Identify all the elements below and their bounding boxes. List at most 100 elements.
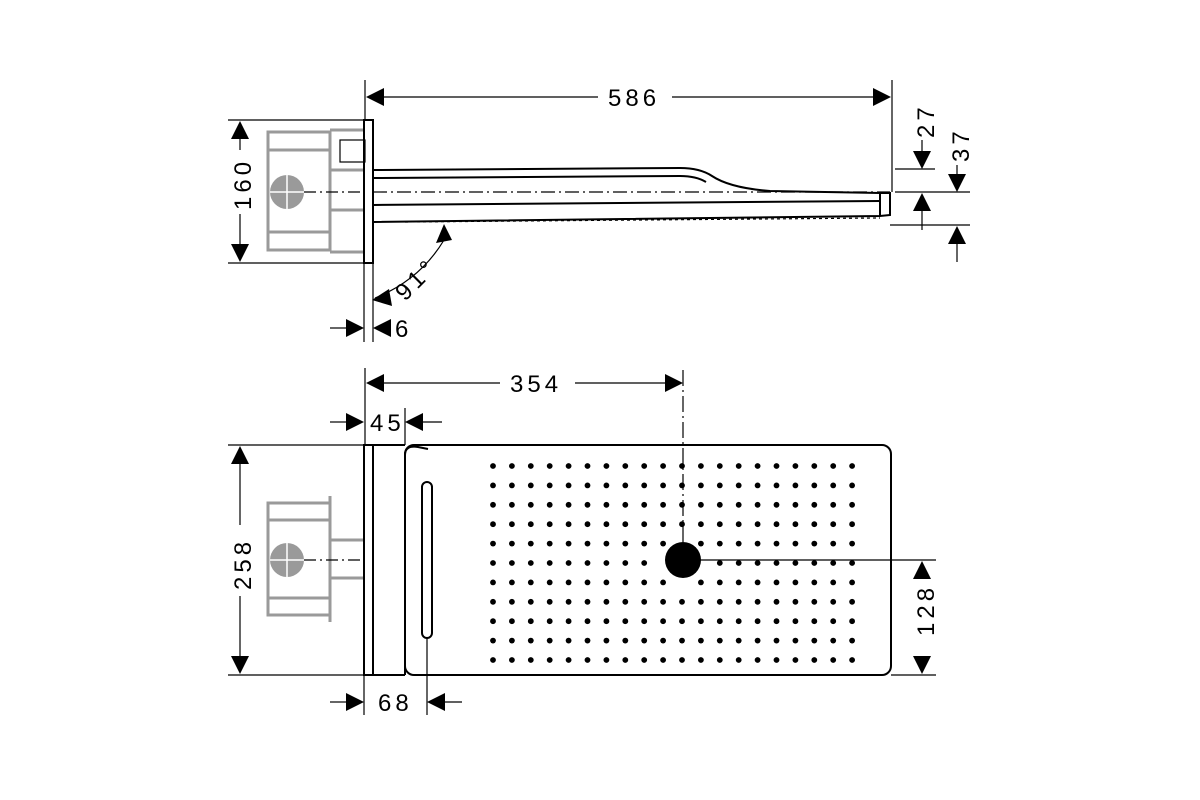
nozzle-dot [773, 657, 780, 663]
nozzle-dot [773, 637, 780, 644]
nozzle-dot [849, 637, 855, 644]
nozzle-dot [849, 463, 855, 469]
nozzle-dot [490, 579, 496, 586]
side-mounting-box [266, 128, 366, 254]
dim-angle: 91° [390, 253, 443, 306]
nozzle-dot [773, 618, 780, 625]
nozzle-dot [849, 560, 855, 566]
nozzle-dot [546, 657, 553, 663]
nozzle-dot [584, 618, 591, 625]
nozzle-dot [754, 579, 761, 586]
nozzle-dot [811, 579, 818, 586]
dim-height-37: 37 [948, 127, 975, 162]
nozzle-dot [698, 463, 704, 469]
nozzle-dot [603, 618, 610, 625]
nozzle-dot [565, 598, 572, 605]
nozzle-dot [603, 579, 610, 586]
nozzle-dot [830, 579, 837, 586]
nozzle-dot [622, 637, 629, 644]
nozzle-dot [641, 598, 648, 605]
nozzle-dot [641, 501, 648, 508]
nozzle-dot [603, 598, 610, 605]
nozzle-dot [754, 501, 761, 508]
nozzle-dot [641, 637, 648, 644]
nozzle-dot [773, 463, 780, 469]
nozzle-dot [565, 618, 572, 625]
nozzle-dot [792, 657, 799, 663]
nozzle-dot [660, 463, 666, 469]
nozzle-grid [490, 463, 855, 663]
nozzle-dot [622, 579, 629, 586]
nozzle-dot [830, 540, 837, 547]
nozzle-dot [546, 598, 553, 605]
nozzle-dot [622, 463, 629, 469]
nozzle-dot [490, 540, 496, 547]
side-view: 586 160 27 37 91° 6 [228, 80, 975, 343]
nozzle-dot [565, 579, 572, 586]
nozzle-dot [698, 482, 704, 489]
dim-plate-thickness: 6 [395, 316, 412, 343]
nozzle-dot [527, 657, 534, 663]
nozzle-dot [660, 637, 666, 644]
nozzle-dot [830, 521, 837, 528]
nozzle-dot [849, 482, 855, 489]
nozzle-dot [735, 540, 742, 547]
nozzle-dot [811, 618, 818, 625]
nozzle-dot [603, 657, 610, 663]
nozzle-dot [698, 657, 704, 663]
nozzle-dot [754, 540, 761, 547]
nozzle-dot [490, 598, 496, 605]
nozzle-dot [754, 598, 761, 605]
dim-mount-height: 160 [230, 158, 257, 210]
nozzle-dot [849, 579, 855, 586]
nozzle-dot [679, 657, 685, 663]
nozzle-dot [735, 482, 742, 489]
nozzle-dot [527, 521, 534, 528]
nozzle-dot [527, 482, 534, 489]
nozzle-dot [830, 501, 837, 508]
nozzle-dot [811, 540, 818, 547]
nozzle-dot [716, 618, 723, 625]
nozzle-dot [660, 657, 666, 663]
nozzle-dot [773, 501, 780, 508]
nozzle-dot [509, 521, 515, 528]
nozzle-dot [773, 540, 780, 547]
nozzle-dot [509, 482, 515, 489]
nozzle-dot [622, 618, 629, 625]
nozzle-dot [698, 598, 704, 605]
nozzle-dot [811, 657, 818, 663]
nozzle-dot [584, 501, 591, 508]
nozzle-dot [565, 501, 572, 508]
nozzle-dot [698, 579, 704, 586]
nozzle-dot [754, 463, 761, 469]
waterfall-slot [421, 481, 433, 639]
dim-center-height: 128 [913, 584, 940, 636]
nozzle-dot [509, 637, 515, 644]
nozzle-dot [660, 618, 666, 625]
nozzle-dot [622, 521, 629, 528]
nozzle-dot [509, 560, 515, 566]
nozzle-dot [754, 521, 761, 528]
nozzle-dot [754, 618, 761, 625]
nozzle-dot [584, 657, 591, 663]
nozzle-dot [792, 618, 799, 625]
nozzle-dot [641, 657, 648, 663]
nozzle-dot [509, 540, 515, 547]
nozzle-dot [698, 618, 704, 625]
nozzle-dot [584, 579, 591, 586]
nozzle-dot [565, 540, 572, 547]
nozzle-dot [773, 560, 780, 566]
nozzle-dot [679, 501, 685, 508]
nozzle-dot [527, 463, 534, 469]
nozzle-dot [849, 540, 855, 547]
nozzle-dot [716, 560, 723, 566]
dim-head-width: 258 [230, 538, 257, 590]
nozzle-dot [509, 618, 515, 625]
nozzle-dot [490, 463, 496, 469]
nozzle-dot [735, 501, 742, 508]
nozzle-dot [603, 560, 610, 566]
nozzle-dot [603, 540, 610, 547]
nozzle-dot [509, 463, 515, 469]
nozzle-dot [792, 579, 799, 586]
